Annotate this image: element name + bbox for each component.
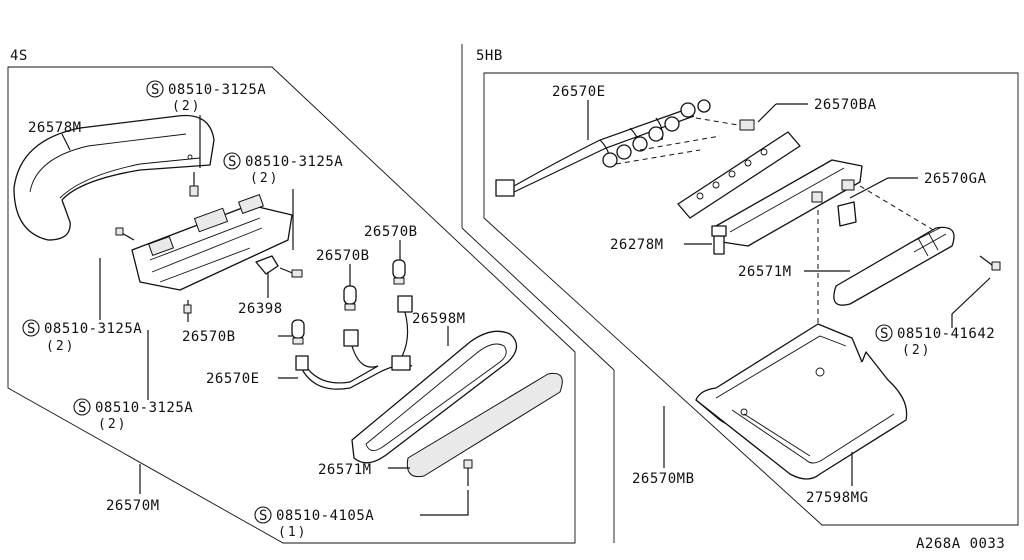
harness-26570e-left[interactable] [295,295,413,390]
screw-left-qty: (2) [46,339,75,354]
screw-bottom-qty: (2) [98,417,127,432]
dash-line [695,117,745,127]
screw-right-code[interactable]: 08510-41642 [897,326,995,342]
s-circle-icon [223,152,241,170]
right-panel-5hb: 5HB 26570E [461,44,1019,543]
clip-26398[interactable] [255,255,279,275]
label-26598m[interactable]: 26598M [412,311,466,327]
leader-26578m [61,133,71,151]
screw-right-prefix: S [880,326,889,342]
lens-26571m-right[interactable] [833,226,955,306]
dash-line [639,135,721,151]
left-panel-border [7,66,576,544]
screw-top-08510-3125a[interactable] [189,172,199,197]
right-outer-diagonal [461,227,615,371]
s-circle-icon [73,398,91,416]
s-circle-icon [146,80,164,98]
screw-right-bolt[interactable] [979,255,1001,271]
screw-lens-qty: (1) [278,525,307,540]
label-26570ga[interactable]: 26570GA [924,171,987,187]
dash-line [859,185,941,235]
harness-26570e-right[interactable] [495,99,711,197]
s-circle-icon [875,324,893,342]
label-26570b-c[interactable]: 26570B [182,329,236,345]
diagram-code: A268A 0033 [916,536,1005,552]
label-26570m[interactable]: 26570M [106,498,160,514]
leader-screw-right [951,277,991,328]
s-circle-icon [254,506,272,524]
screw-mid-bolt[interactable] [279,267,303,278]
housing-26598m[interactable] [351,330,518,464]
cover-26578m[interactable] [13,114,215,241]
left-panel-title: 4S [10,48,28,64]
leader-screw-lens [420,490,469,516]
label-26571m-right[interactable]: 26571M [738,264,792,280]
lens-26571m[interactable] [406,372,563,478]
screw-lens-bolt[interactable] [463,459,473,486]
screw-left-bolt[interactable] [115,227,135,241]
bulb-26570b-low[interactable] [291,319,305,345]
leader-26570ga [849,177,918,199]
screw-bottom-code[interactable]: 08510-3125A [95,400,193,416]
clip-26570ga[interactable] [837,201,857,227]
label-26278m[interactable]: 26278M [610,237,664,253]
bulb-26570b-top[interactable] [392,259,406,285]
screw-mid-code[interactable]: 08510-3125A [245,154,343,170]
s-circle-icon [22,319,40,337]
right-panel-title: 5HB [476,48,503,64]
screw-mid-qty: (2) [250,171,279,186]
screw-lens-code[interactable]: 08510-4105A [276,508,374,524]
screw-lens-prefix: S [259,508,268,524]
screw-top-prefix: S [151,82,160,98]
screw-top-code[interactable]: 08510-3125A [168,82,266,98]
screw-bottom-prefix: S [78,400,87,416]
bulb-26570b-mid[interactable] [343,285,357,311]
label-26571m-left[interactable]: 26571M [318,462,372,478]
leader-26570ba [757,103,777,123]
screw-top-qty: (2) [172,99,201,114]
right-panel-border [483,72,1019,526]
screw-right-qty: (2) [902,343,931,358]
screw-left-prefix: S [27,321,36,337]
screw-bottom-bolt[interactable] [183,300,192,322]
housing-26570mb[interactable] [695,323,908,480]
socket-board-26570ba[interactable] [677,119,801,219]
screw-left-code[interactable]: 08510-3125A [44,321,142,337]
label-26398[interactable]: 26398 [238,301,283,317]
left-panel-4s: 4S 26578M S 08510-3125A (2) S 08510-3125… [7,48,576,544]
label-26570b-a[interactable]: 26570B [364,224,418,240]
label-26570ba[interactable]: 26570BA [814,97,877,113]
label-27598mg[interactable]: 27598MG [806,490,869,506]
label-26578m[interactable]: 26578M [28,120,82,136]
post-26278m[interactable] [711,225,727,255]
label-26570e-right[interactable]: 26570E [552,84,606,100]
screw-mid-prefix: S [228,154,237,170]
label-26570b-b[interactable]: 26570B [316,248,370,264]
lamp-bracket[interactable] [131,194,293,291]
label-26570e-left[interactable]: 26570E [206,371,260,387]
label-26570mb[interactable]: 26570MB [632,471,695,487]
